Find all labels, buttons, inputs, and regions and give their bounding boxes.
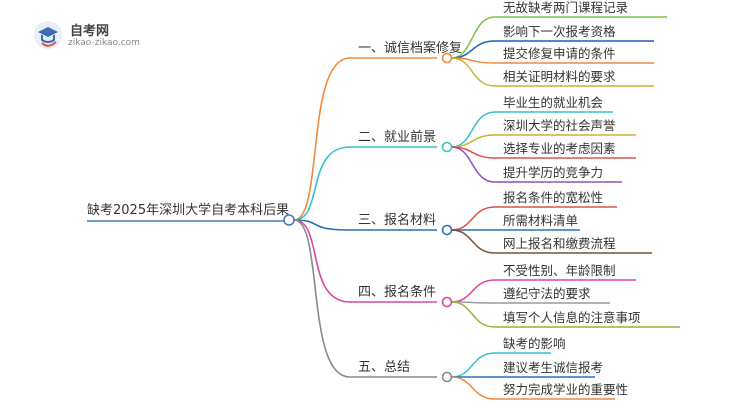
branch-toggle[interactable] (441, 52, 453, 64)
leaf-label: 网上报名和缴费流程 (503, 236, 616, 251)
leaf-label: 遵纪守法的要求 (503, 286, 591, 301)
leaf-connector (451, 146, 496, 183)
leaf-label: 影响下一次报考资格 (503, 24, 616, 39)
branch-label: 一、诚信档案修复 (358, 41, 462, 56)
branch-toggle[interactable] (441, 296, 453, 308)
leaf-label: 努力完成学业的重要性 (503, 382, 628, 397)
leaf-connector (451, 229, 496, 254)
leaf-label: 无故缺考两门课程记录 (503, 0, 628, 15)
branch-connector (293, 146, 351, 221)
leaf-connector (451, 352, 496, 378)
leaf-connector (451, 57, 496, 87)
leaf-connector (451, 376, 496, 400)
branch-label: 三、报名材料 (358, 212, 436, 228)
leaf-label: 不受性别、年龄限制 (503, 263, 616, 278)
logo-title: 自考网 (70, 24, 110, 39)
branch-connector (293, 219, 351, 231)
logo-url: zikao-zikao.com (68, 38, 140, 48)
root-node-toggle[interactable] (283, 214, 295, 226)
leaf-label: 填写个人信息的注意事项 (503, 310, 641, 325)
leaf-connector (451, 206, 496, 231)
leaf-label: 深圳大学的社会声誉 (503, 118, 616, 133)
branch-toggle[interactable] (441, 224, 453, 236)
leaf-label: 建议考生诚信报考 (503, 360, 603, 375)
branch-label: 二、就业前景 (358, 129, 436, 145)
root-node-label: 缺考2025年深圳大学自考本科后果 (87, 202, 289, 218)
logo-graphic (34, 21, 62, 49)
leaf-label: 所需材料清单 (503, 213, 578, 228)
branch-toggle[interactable] (441, 371, 453, 383)
leaf-connector (451, 279, 496, 303)
leaf-label: 提升学历的竞争力 (503, 165, 603, 180)
branch-label: 四、报名条件 (358, 284, 436, 300)
leaf-connector (451, 301, 496, 328)
leaf-label: 选择专业的考虑因素 (503, 141, 616, 156)
site-logo: 自考网 zikao-zikao.com (32, 18, 152, 54)
graduation-cap-icon (38, 27, 58, 37)
leaf-label: 提交修复申请的条件 (503, 46, 616, 61)
branch-connector (293, 57, 351, 221)
leaf-connector (451, 111, 496, 148)
leaf-label: 相关证明材料的要求 (503, 69, 616, 84)
branch-connector (293, 219, 351, 378)
leaf-label: 缺考的影响 (503, 336, 566, 351)
leaf-label: 毕业生的就业机会 (503, 95, 604, 110)
branch-connector (293, 219, 351, 303)
branch-toggle[interactable] (441, 141, 453, 153)
branch-label: 五、总结 (358, 360, 410, 375)
mind-map-links (87, 16, 680, 400)
leaf-label: 报名条件的宽松性 (503, 190, 603, 205)
mind-map-nodes: 缺考2025年深圳大学自考本科后果 一、诚信档案修复 无故缺考两门课程记录影响下一次… (87, 0, 641, 397)
